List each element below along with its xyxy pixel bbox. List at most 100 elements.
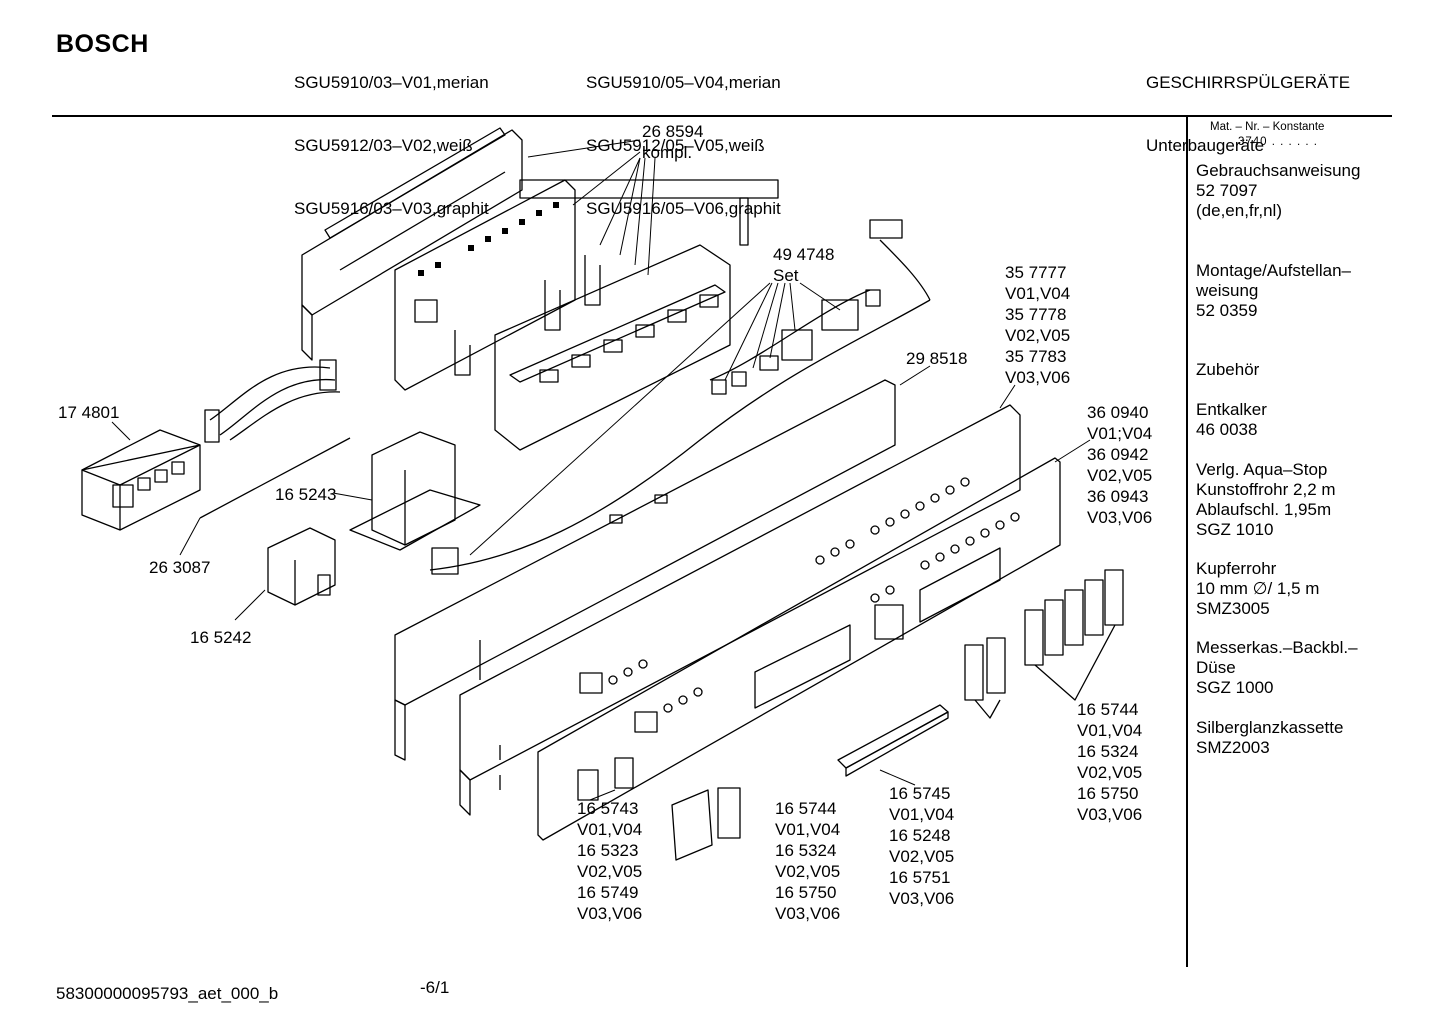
model-entry: SGU5916/05–V06,graphit bbox=[586, 199, 781, 218]
part-number: 16 5248 bbox=[889, 826, 951, 845]
sidebar-line: Ablaufschl. 1,95m bbox=[1196, 500, 1332, 519]
part-note: kompl. bbox=[642, 143, 693, 162]
part-note: Set bbox=[773, 266, 799, 285]
part-variant: V02,V05 bbox=[1005, 326, 1071, 345]
part-number: 16 5745 bbox=[889, 784, 951, 803]
part-variant: V03,V06 bbox=[1077, 805, 1143, 824]
sidebar-line: weisung bbox=[1196, 281, 1259, 300]
part-variant: V01,V04 bbox=[889, 805, 955, 824]
part-number: 35 7777 bbox=[1005, 263, 1067, 282]
sidebar-block-copper-pipe: Kupferrohr 10 mm ∅/ 1,5 m SMZ3005 bbox=[1196, 559, 1319, 619]
part-label-165242: 16 5242 bbox=[190, 627, 251, 648]
part-number: 16 5750 bbox=[1077, 784, 1139, 803]
part-variant: V03,V06 bbox=[577, 904, 643, 923]
sidebar-line: 52 0359 bbox=[1196, 301, 1258, 320]
part-number: 36 0942 bbox=[1087, 445, 1149, 464]
connector-part bbox=[267, 527, 336, 606]
part-number: 26 8594 bbox=[642, 122, 704, 141]
part-number: 16 5324 bbox=[775, 841, 837, 860]
sidebar-line: 10 mm ∅/ 1,5 m bbox=[1196, 579, 1320, 598]
part-label-165243: 16 5243 bbox=[275, 484, 336, 505]
sidebar-block-aquastop: Verlg. Aqua–Stop Kunstoffrohr 2,2 m Abla… bbox=[1196, 460, 1336, 540]
sidebar-block-nozzle: Messerkas.–Backbl.– Düse SGZ 1000 bbox=[1196, 638, 1358, 698]
part-number: 16 5323 bbox=[577, 841, 639, 860]
relay-part bbox=[349, 431, 481, 551]
model-entry: SGU5910/05–V04,merian bbox=[586, 73, 781, 92]
part-number: 16 5324 bbox=[1077, 742, 1139, 761]
brand-logo: BOSCH bbox=[56, 30, 149, 58]
wiring-harness-part bbox=[429, 219, 931, 575]
sidebar-divider bbox=[1186, 117, 1188, 967]
sidebar-block-cassette: Silberglanzkassette SMZ2003 bbox=[1196, 718, 1343, 758]
part-number: 49 4748 bbox=[773, 245, 835, 264]
part-variant: V01,V04 bbox=[577, 820, 643, 839]
document-code: 58300000095793_aet_000_b bbox=[56, 984, 279, 1003]
sidebar-line: Entkalker bbox=[1196, 400, 1267, 419]
display-module-part bbox=[81, 429, 201, 531]
sidebar-line: Düse bbox=[1196, 658, 1236, 677]
sidebar-line: Messerkas.–Backbl.– bbox=[1196, 638, 1358, 657]
sidebar-block-manual: Gebrauchsanweisung 52 7097 (de,en,fr,nl) bbox=[1196, 161, 1360, 221]
sidebar-line: 52 7097 bbox=[1196, 181, 1258, 200]
part-variant: V01,V04 bbox=[775, 820, 841, 839]
sidebar-line: SMZ2003 bbox=[1196, 738, 1270, 757]
part-variant: V02,V05 bbox=[577, 862, 643, 881]
sidebar-block-accessories: Zubehör bbox=[1196, 360, 1259, 380]
part-label-165745: 16 5745 V01,V04 16 5248 V02,V05 16 5751 … bbox=[889, 783, 954, 909]
part-number: 16 5242 bbox=[190, 628, 252, 647]
part-label-165743: 16 5743 V01,V04 16 5323 V02,V05 16 5749 … bbox=[577, 798, 642, 924]
part-variant: V03,V06 bbox=[889, 889, 955, 908]
button-set-right-part bbox=[964, 569, 1124, 719]
control-panel-part bbox=[459, 404, 1021, 816]
wire-part bbox=[199, 437, 351, 519]
sidebar-line: SGZ 1010 bbox=[1196, 520, 1274, 539]
model-entry: SGU5912/03–V02,weiß bbox=[294, 136, 473, 155]
part-number: 16 5751 bbox=[889, 868, 951, 887]
part-number: 16 5744 bbox=[1077, 700, 1139, 719]
part-number: 35 7783 bbox=[1005, 347, 1067, 366]
part-number: 16 5744 bbox=[775, 799, 837, 818]
exploded-parts-drawing bbox=[81, 127, 1124, 861]
sidebar-line: Kunstoffrohr 2,2 m bbox=[1196, 480, 1336, 499]
part-label-494748: 49 4748 Set bbox=[773, 244, 834, 286]
part-variant: V01,V04 bbox=[1005, 284, 1071, 303]
page-reference: -6/1 bbox=[420, 978, 450, 997]
part-variant: V02,V05 bbox=[889, 847, 955, 866]
part-label-268594: 26 8594 kompl. bbox=[642, 121, 703, 163]
header-divider bbox=[52, 115, 1392, 117]
part-variant: V02,V05 bbox=[775, 862, 841, 881]
sidebar-line: Gebrauchsanweisung bbox=[1196, 161, 1361, 180]
category-heading: GESCHIRRSPÜLGERÄTE Unterbaugeräte bbox=[1146, 30, 1350, 177]
button-set-bottom-part bbox=[671, 787, 741, 861]
part-number: 29 8518 bbox=[906, 349, 968, 368]
part-label-263087: 26 3087 bbox=[149, 557, 210, 578]
part-variant: V03,V06 bbox=[1005, 368, 1071, 387]
category-subtitle: Unterbaugeräte bbox=[1146, 136, 1265, 155]
model-entry: SGU5910/03–V01,merian bbox=[294, 73, 489, 92]
sidebar-line: Kupferrohr bbox=[1196, 559, 1277, 578]
part-label-165744-bottom: 16 5744 V01,V04 16 5324 V02,V05 16 5750 … bbox=[775, 798, 840, 924]
part-number: 36 0943 bbox=[1087, 487, 1149, 506]
indicator-holes bbox=[608, 477, 1020, 713]
model-list-col1: SGU5910/03–V01,merian SGU5912/03–V02,wei… bbox=[294, 30, 489, 240]
top-frame-part bbox=[301, 127, 779, 361]
sidebar-line: SGZ 1000 bbox=[1196, 678, 1274, 697]
part-variant: V01,V04 bbox=[1077, 721, 1143, 740]
part-variant: V02,V05 bbox=[1077, 763, 1143, 782]
part-number: 17 4801 bbox=[58, 403, 120, 422]
sidebar-line: Verlg. Aqua–Stop bbox=[1196, 460, 1328, 479]
part-number: 26 3087 bbox=[149, 558, 211, 577]
fascia-part bbox=[499, 457, 1061, 841]
sidebar-line: Silberglanzkassette bbox=[1196, 718, 1344, 737]
part-number: 35 7778 bbox=[1005, 305, 1067, 324]
sidebar-line: 46 0038 bbox=[1196, 420, 1258, 439]
sidebar-line: Zubehör bbox=[1196, 360, 1260, 379]
ribbon-cable-part bbox=[204, 359, 341, 443]
part-label-174801: 17 4801 bbox=[58, 402, 119, 423]
part-number: 16 5743 bbox=[577, 799, 639, 818]
part-number: 36 0940 bbox=[1087, 403, 1149, 422]
part-label-357777: 35 7777 V01,V04 35 7778 V02,V05 35 7783 … bbox=[1005, 262, 1070, 388]
model-entry: SGU5912/05–V05,weiß bbox=[586, 136, 765, 155]
konstante-value: 3740 . . . . . . bbox=[1238, 136, 1318, 148]
part-number: 16 5750 bbox=[775, 883, 837, 902]
